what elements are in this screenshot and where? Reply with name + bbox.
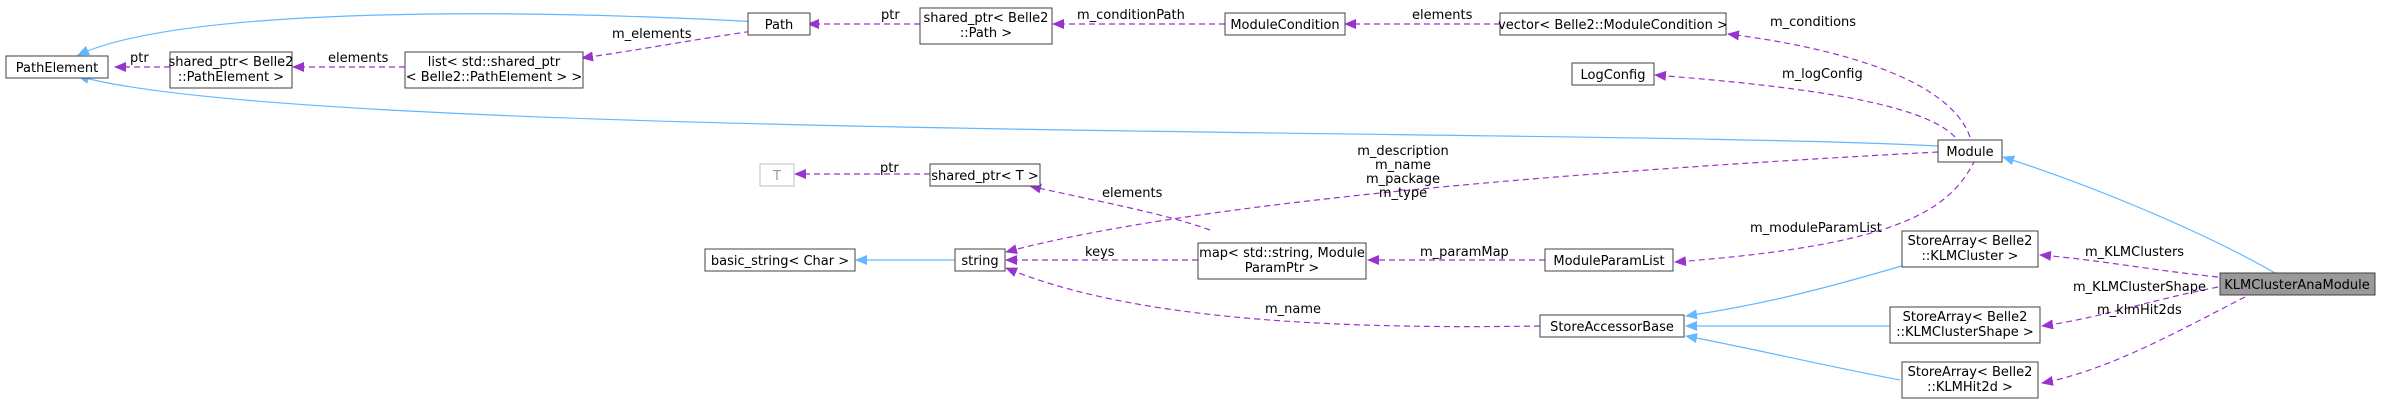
- node-list-shared-ptr-label-1: list< std::shared_ptr: [428, 55, 561, 70]
- label-m-description-line: m_description: [1357, 144, 1448, 159]
- node-path-label: Path: [765, 18, 794, 33]
- node-module-condition-label: ModuleCondition: [1230, 18, 1339, 33]
- node-shared-ptr-t-label: shared_ptr< T >: [931, 169, 1038, 184]
- node-storearray-klmhit2d-label-2: ::KLMHit2d >: [1927, 380, 2013, 395]
- edge-m-elements: [581, 29, 761, 62]
- node-module-label: Module: [1946, 145, 1993, 160]
- edge-storearray-klmcluster-inherits-base: [1685, 264, 1906, 320]
- edge-labels: ptr elements m_elements ptr m_conditionP…: [130, 8, 2206, 318]
- label-m-elements: m_elements: [612, 27, 692, 42]
- label-m-param-map: m_paramMap: [1420, 245, 1509, 260]
- node-storearray-klmcluster-label-1: StoreArray< Belle2: [1908, 234, 2033, 249]
- label-m-log-config: m_logConfig: [1782, 67, 1863, 82]
- node-map-param[interactable]: map< std::string, Module ParamPtr >: [1197, 242, 1367, 280]
- edge-klmclusteranamodule-inherits-module: [2002, 155, 2276, 274]
- node-storearray-klmclustershape-label-2: ::KLMClusterShape >: [1896, 325, 2034, 340]
- node-storearray-klmcluster-label-2: ::KLMCluster >: [1922, 249, 2019, 264]
- edge-path-inherits-pathelement: [77, 13, 761, 56]
- label-ptr-pathelement: ptr: [130, 51, 149, 66]
- node-shared-ptr-path-label-2: ::Path >: [960, 26, 1012, 41]
- label-elements-cond: elements: [1412, 8, 1473, 23]
- node-list-shared-ptr-label-2: < Belle2::PathElement > >: [406, 70, 583, 85]
- node-store-accessor-base[interactable]: StoreAccessorBase: [1539, 314, 1685, 338]
- edges: [77, 13, 2276, 386]
- edge-m-log-config: [1654, 70, 1956, 138]
- label-ptr-path: ptr: [881, 8, 900, 23]
- node-klm-cluster-ana-module[interactable]: KLMClusterAnaModule: [2219, 272, 2376, 296]
- label-elements-map: elements: [1102, 186, 1163, 201]
- node-path[interactable]: Path: [747, 12, 811, 36]
- label-m-description: m_description m_name m_package m_type: [1357, 144, 1448, 201]
- label-m-name: m_name: [1265, 302, 1321, 317]
- edge-module-inherits-pathelement: [77, 74, 1939, 147]
- label-m-module-param-list: m_moduleParamList: [1750, 221, 1882, 236]
- edge-m-module-param-list: [1674, 159, 1976, 267]
- node-shared-ptr-path-label-1: shared_ptr< Belle2: [924, 11, 1049, 26]
- node-module[interactable]: Module: [1937, 139, 2003, 163]
- node-t-label: T: [772, 169, 781, 184]
- node-module-param-list[interactable]: ModuleParamList: [1544, 248, 1674, 272]
- label-keys: keys: [1085, 245, 1115, 260]
- node-log-config[interactable]: LogConfig: [1571, 62, 1655, 86]
- node-string-label: string: [961, 254, 998, 269]
- node-storearray-klmhit2d[interactable]: StoreArray< Belle2 ::KLMHit2d >: [1901, 361, 2039, 399]
- label-elements-list: elements: [328, 51, 389, 66]
- node-shared-ptr-path[interactable]: shared_ptr< Belle2 ::Path >: [919, 7, 1053, 45]
- edge-m-name: [1005, 267, 1541, 328]
- edge-elements-map: [1029, 183, 1211, 231]
- node-module-param-list-label: ModuleParamList: [1553, 254, 1664, 269]
- node-basic-string[interactable]: basic_string< Char >: [704, 248, 856, 272]
- node-map-param-label-2: ParamPtr >: [1245, 261, 1320, 276]
- label-m-name-line: m_name: [1375, 158, 1431, 173]
- edge-m-klm-clusters: [2039, 250, 2219, 278]
- node-log-config-label: LogConfig: [1581, 68, 1646, 83]
- node-vector-module-condition[interactable]: vector< Belle2::ModuleCondition >: [1498, 12, 1728, 36]
- label-m-klm-hit2ds: m_klmHit2ds: [2097, 303, 2182, 318]
- node-storearray-klmclustershape[interactable]: StoreArray< Belle2 ::KLMClusterShape >: [1889, 306, 2041, 344]
- node-t[interactable]: T: [759, 163, 795, 187]
- node-shared-ptr-pathelement[interactable]: shared_ptr< Belle2 ::PathElement >: [169, 51, 294, 89]
- node-store-accessor-base-label: StoreAccessorBase: [1550, 320, 1674, 335]
- label-m-condition-path: m_conditionPath: [1077, 8, 1185, 23]
- edge-m-klm-cluster-shape: [2041, 286, 2219, 330]
- label-m-type-line: m_type: [1379, 186, 1427, 201]
- label-m-package-line: m_package: [1366, 172, 1440, 187]
- node-vector-module-condition-label: vector< Belle2::ModuleCondition >: [1498, 18, 1728, 33]
- node-storearray-klmclustershape-label-1: StoreArray< Belle2: [1903, 310, 2028, 325]
- node-klm-cluster-ana-module-label: KLMClusterAnaModule: [2224, 278, 2370, 293]
- node-module-condition[interactable]: ModuleCondition: [1224, 12, 1346, 36]
- node-string[interactable]: string: [954, 248, 1006, 272]
- label-m-conditions: m_conditions: [1770, 15, 1856, 30]
- node-storearray-klmhit2d-label-1: StoreArray< Belle2: [1908, 365, 2033, 380]
- node-list-shared-ptr[interactable]: list< std::shared_ptr < Belle2::PathElem…: [404, 51, 584, 89]
- node-map-param-label-1: map< std::string, Module: [1199, 246, 1365, 261]
- label-ptr-t: ptr: [880, 161, 899, 176]
- node-shared-ptr-pathelement-label-1: shared_ptr< Belle2: [169, 55, 294, 70]
- edge-m-description: [1005, 151, 1939, 254]
- node-basic-string-label: basic_string< Char >: [711, 254, 849, 269]
- node-storearray-klmcluster[interactable]: StoreArray< Belle2 ::KLMCluster >: [1901, 230, 2039, 268]
- edge-m-klm-hit2ds: [2041, 296, 2246, 386]
- edge-storearray-klmhit2d-inherits-base: [1685, 333, 1901, 381]
- edge-m-conditions: [1727, 30, 1971, 138]
- label-m-klm-cluster-shape: m_KLMClusterShape: [2073, 280, 2206, 295]
- node-shared-ptr-t[interactable]: shared_ptr< T >: [929, 163, 1041, 187]
- nodes: PathElement shared_ptr< Belle2 ::PathEle…: [5, 7, 2376, 399]
- node-path-element[interactable]: PathElement: [5, 55, 109, 79]
- node-path-element-label: PathElement: [16, 61, 98, 76]
- node-shared-ptr-pathelement-label-2: ::PathElement >: [178, 70, 284, 85]
- label-m-klm-clusters: m_KLMClusters: [2085, 245, 2184, 260]
